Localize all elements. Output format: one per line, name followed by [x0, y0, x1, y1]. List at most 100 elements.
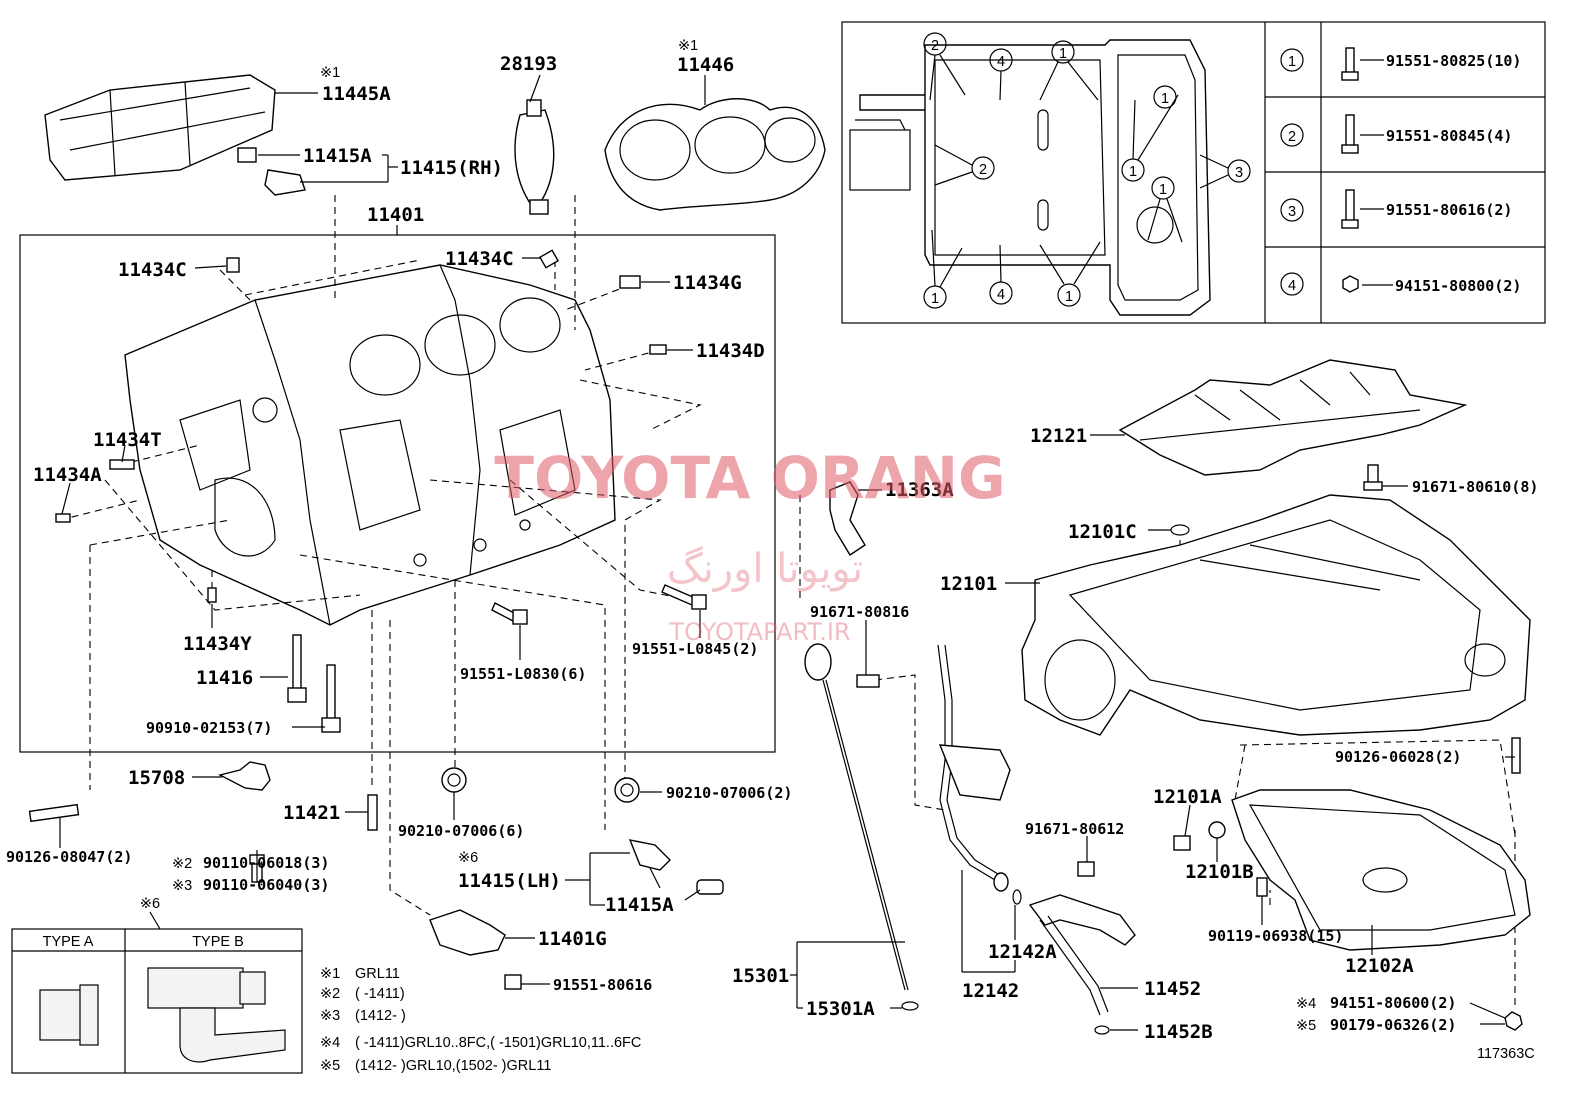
svg-text:1: 1 — [1059, 46, 1067, 62]
svg-text:1: 1 — [1159, 182, 1167, 198]
leader-lines — [59, 74, 1515, 1031]
part-12121-baffle — [1118, 359, 1468, 476]
part-11363A — [829, 481, 866, 556]
part-12101-oil-pan-upper — [1021, 494, 1531, 736]
callout-90110-06018-mark: ※2 — [172, 856, 192, 872]
callout-11452B: 11452B — [1144, 1021, 1213, 1043]
callout-11434T: 11434T — [93, 429, 162, 451]
stud-90126-08047 — [28, 803, 80, 823]
callout-11363A: 11363A — [885, 479, 954, 501]
inset-callout-2b: 2 — [934, 144, 995, 186]
callout-labels: ※1 11445A 28193 ※1 11446 11415A 11415(RH… — [6, 38, 1538, 1062]
part-11401G — [429, 909, 506, 956]
type-a-illustration — [39, 984, 99, 1046]
svg-text:1: 1 — [1065, 289, 1073, 305]
callout-91551-L0830: 91551-L0830(6) — [460, 665, 586, 683]
callout-15708: 15708 — [128, 767, 185, 789]
callout-11415LH-mark: ※6 — [458, 850, 478, 866]
callout-11452: 11452 — [1144, 978, 1201, 1000]
inset-callout-1c: 1 — [1121, 94, 1179, 182]
callout-90126-06028: 90126-06028(2) — [1335, 748, 1461, 766]
pin-11434A — [55, 513, 71, 523]
bolt-table-row-1: 1 91551-80825(10) — [1280, 47, 1521, 81]
callout-91671-80816: 91671-80816 — [810, 603, 909, 621]
svg-text:1: 1 — [1129, 164, 1137, 180]
type-b-label: TYPE B — [192, 934, 244, 950]
svg-text:1: 1 — [931, 291, 939, 307]
bolt-91671-80610-head — [1363, 481, 1383, 491]
callout-11434G: 11434G — [673, 272, 742, 294]
callout-12121: 12121 — [1030, 425, 1087, 447]
callout-12101C: 12101C — [1068, 521, 1137, 543]
inset-oil-pan-outline — [849, 39, 1211, 316]
note-4-mark: ※4 — [320, 1035, 340, 1051]
note-2-mark: ※2 — [320, 986, 340, 1002]
callout-11434C-left: 11434C — [118, 259, 187, 281]
part-12102A-oil-pan-lower — [1231, 789, 1531, 951]
plug-11434G — [619, 275, 641, 289]
callout-11415A-bottom: 11415A — [605, 894, 674, 916]
svg-text:91551-80616(2): 91551-80616(2) — [1386, 201, 1512, 219]
part-28193 — [514, 99, 555, 215]
washer-12101B — [1208, 821, 1226, 839]
svg-text:4: 4 — [997, 287, 1005, 303]
inset-callout-2a: 2 — [923, 32, 966, 101]
part-11415A-top — [237, 147, 306, 196]
washer-90210-left-hole — [447, 773, 461, 787]
svg-text:4: 4 — [997, 54, 1005, 70]
callout-90110-06040: 90110-06040(3) — [203, 876, 329, 894]
oring-12142A — [1012, 889, 1022, 905]
watermark: TOYOTA ORANG تویوتا اورنگ TOYOTAPART.IR — [494, 444, 1005, 646]
callout-91551-L0845: 91551-L0845(2) — [632, 640, 758, 658]
inset-callout-4b: 4 — [989, 244, 1013, 305]
note-2-text: ( -1411) — [355, 986, 405, 1002]
callout-11416: 11416 — [196, 667, 253, 689]
callout-11445A-mark: ※1 — [320, 65, 340, 81]
inset-callout-1a: 1 — [1039, 40, 1099, 101]
part-11415LH — [628, 839, 671, 889]
bolt-table-row-4: 4 94151-80800(2) — [1280, 272, 1521, 296]
note-1-text: GRL11 — [355, 966, 400, 982]
bolt-91551-80616 — [504, 974, 522, 990]
svg-text:91551-80845(4): 91551-80845(4) — [1386, 127, 1512, 145]
part-15708 — [218, 761, 271, 791]
callout-11434Y: 11434Y — [183, 633, 252, 655]
watermark-main: TOYOTA ORANG — [494, 444, 1005, 512]
callout-11445A: 11445A — [322, 83, 391, 105]
callout-12142: 12142 — [962, 980, 1019, 1002]
note-4-text: ( -1411)GRL10..8FC,( -1501)GRL10,11..6FC — [355, 1035, 641, 1051]
callout-12142A: 12142A — [988, 941, 1057, 963]
note-3-text: (1412- ) — [355, 1008, 406, 1024]
bolt-91671-80816 — [856, 674, 880, 688]
guide-tube-11452 — [937, 644, 1011, 892]
callout-90126-08047: 90126-08047(2) — [6, 848, 132, 866]
callout-94151-80600-mark: ※4 — [1296, 996, 1316, 1012]
washer-90210-right — [614, 777, 640, 803]
type-box-mark-line — [149, 911, 161, 930]
oring-12101C — [1170, 524, 1190, 536]
bolt-table-row-3: 3 91551-80616(2) — [1280, 189, 1512, 229]
bolt-91551-L0845 — [661, 584, 707, 610]
callout-90119-06938: 90119-06938(15) — [1208, 927, 1343, 945]
callout-11415A-top: 11415A — [303, 145, 372, 167]
svg-text:2: 2 — [979, 162, 987, 178]
callout-94151-80600: 94151-80600(2) — [1330, 994, 1456, 1012]
plug-11434C-mid — [538, 249, 560, 269]
type-box — [11, 928, 303, 1074]
callout-90210-right: 90210-07006(2) — [666, 784, 792, 802]
callout-28193: 28193 — [500, 53, 557, 75]
svg-text:2: 2 — [931, 38, 939, 54]
stud-11421 — [367, 794, 378, 831]
callout-12101: 12101 — [940, 573, 997, 595]
callout-12102A: 12102A — [1345, 955, 1414, 977]
guide-lines — [59, 195, 1516, 1005]
type-a-label: TYPE A — [43, 934, 94, 950]
callout-90210-left: 90210-07006(6) — [398, 822, 524, 840]
part-11415A-bottom — [696, 879, 724, 895]
svg-text:1: 1 — [1161, 91, 1169, 107]
callout-11401G: 11401G — [538, 928, 607, 950]
callout-11434C-mid: 11434C — [445, 248, 514, 270]
note-1-mark: ※1 — [320, 966, 340, 982]
plug-11434D — [649, 344, 667, 355]
